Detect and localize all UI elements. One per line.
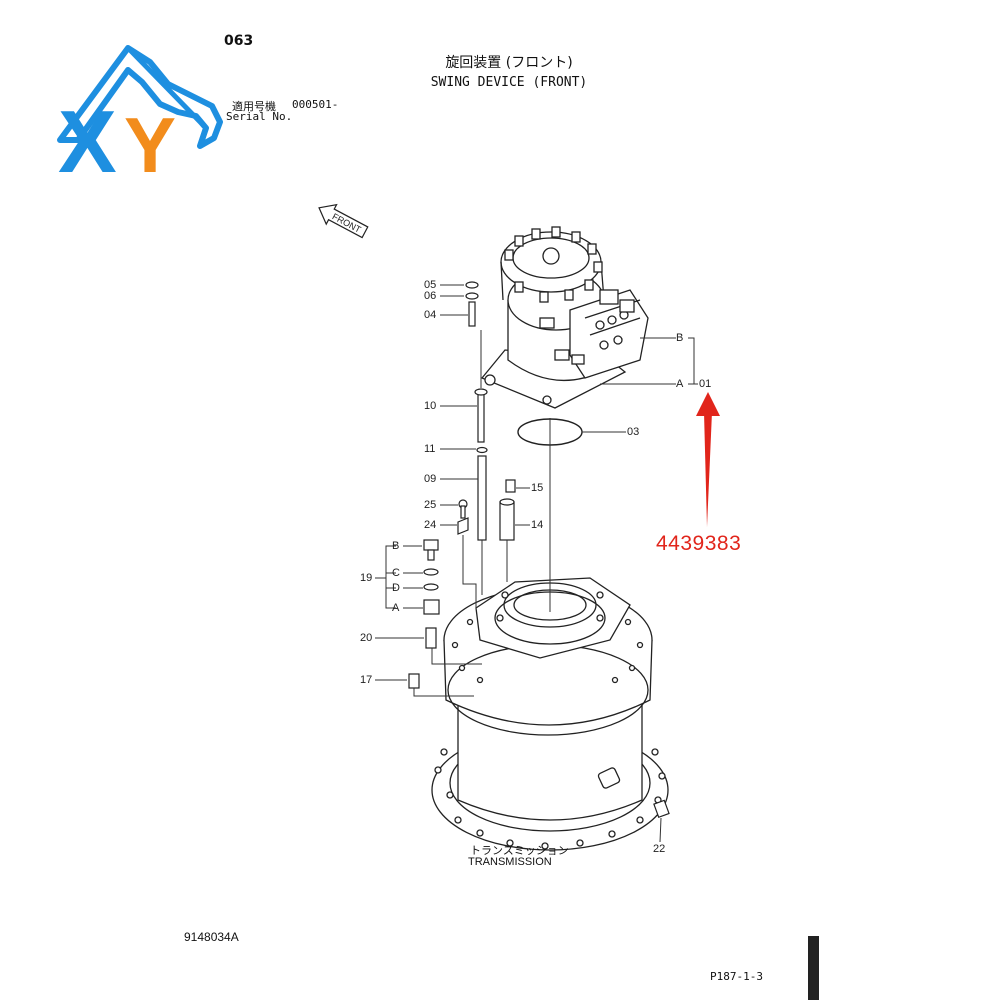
part-19a-cap bbox=[423, 599, 440, 615]
xy-logo: X Y bbox=[57, 45, 223, 191]
part-24-clip bbox=[457, 517, 469, 535]
part-19d-washer bbox=[423, 583, 439, 591]
swing-motor-01 bbox=[480, 226, 649, 409]
part-label-20: 20 bbox=[360, 632, 373, 644]
part-label-19: 19 bbox=[360, 572, 373, 584]
callout-part-number: 4439383 bbox=[656, 532, 742, 555]
part-label-22: 22 bbox=[653, 843, 666, 855]
part-11-ring bbox=[476, 446, 488, 454]
part-label-15: 15 bbox=[531, 482, 544, 494]
part-19c-washer bbox=[423, 568, 439, 576]
part-10-rod bbox=[477, 391, 485, 443]
part-15-plug bbox=[505, 479, 516, 493]
port-label-b: B bbox=[676, 332, 684, 344]
logo-excavator-arm bbox=[57, 45, 223, 149]
part-label-06: 06 bbox=[424, 290, 437, 302]
part-06-washer bbox=[465, 292, 479, 300]
serial-number: 000501- bbox=[292, 98, 339, 111]
binding-bar bbox=[808, 936, 819, 1000]
serial-label-japanese: 適用号機 bbox=[232, 100, 276, 113]
part-label-24: 24 bbox=[424, 519, 437, 531]
title-english: SWING DEVICE (FRONT) bbox=[430, 75, 588, 90]
transmission-housing bbox=[431, 577, 669, 851]
logo-letter-y: Y bbox=[124, 101, 176, 189]
red-callout-arrow bbox=[696, 392, 720, 527]
port-label-a: A bbox=[676, 378, 684, 390]
part-22-plug bbox=[653, 799, 670, 819]
part-20-fitting bbox=[425, 627, 437, 649]
logo-letter-x: X bbox=[58, 92, 117, 191]
part-09-pipe bbox=[477, 455, 487, 541]
subpart-label-d: D bbox=[392, 582, 400, 594]
serial-label-english: Serial No. bbox=[226, 110, 293, 123]
title-japanese: 旋回装置 (フロント) bbox=[445, 55, 573, 71]
part-label-11: 11 bbox=[424, 443, 436, 455]
part-label-09: 09 bbox=[424, 473, 437, 485]
part-17-plug bbox=[408, 673, 420, 689]
part-14-adapter bbox=[499, 501, 515, 541]
part-19b-bolt bbox=[423, 539, 439, 551]
subpart-label-b: B bbox=[392, 540, 400, 552]
drawing-number: 9148034A bbox=[184, 930, 239, 944]
part-label-14: 14 bbox=[531, 519, 544, 531]
part-label-03: 03 bbox=[627, 426, 640, 438]
leader-lines bbox=[375, 284, 698, 843]
transmission-label-english: TRANSMISSION bbox=[468, 856, 552, 868]
part-label-04: 04 bbox=[424, 309, 437, 321]
part-label-25: 25 bbox=[424, 499, 437, 511]
part-04-stud bbox=[468, 301, 476, 327]
page-reference: P187-1-3 bbox=[710, 970, 763, 983]
part-label-05: 05 bbox=[424, 279, 437, 291]
page-number: 063 bbox=[224, 33, 254, 49]
part-label-17: 17 bbox=[360, 674, 373, 686]
subpart-label-a: A bbox=[392, 602, 400, 614]
transmission-label-japanese: トランスミッション bbox=[470, 844, 569, 857]
front-direction-arrow: FRONT bbox=[318, 203, 369, 239]
subpart-label-c: C bbox=[392, 567, 400, 579]
part-label-10: 10 bbox=[424, 400, 437, 412]
part-label-01: 01 bbox=[699, 378, 712, 390]
part-05-nut bbox=[465, 281, 479, 289]
